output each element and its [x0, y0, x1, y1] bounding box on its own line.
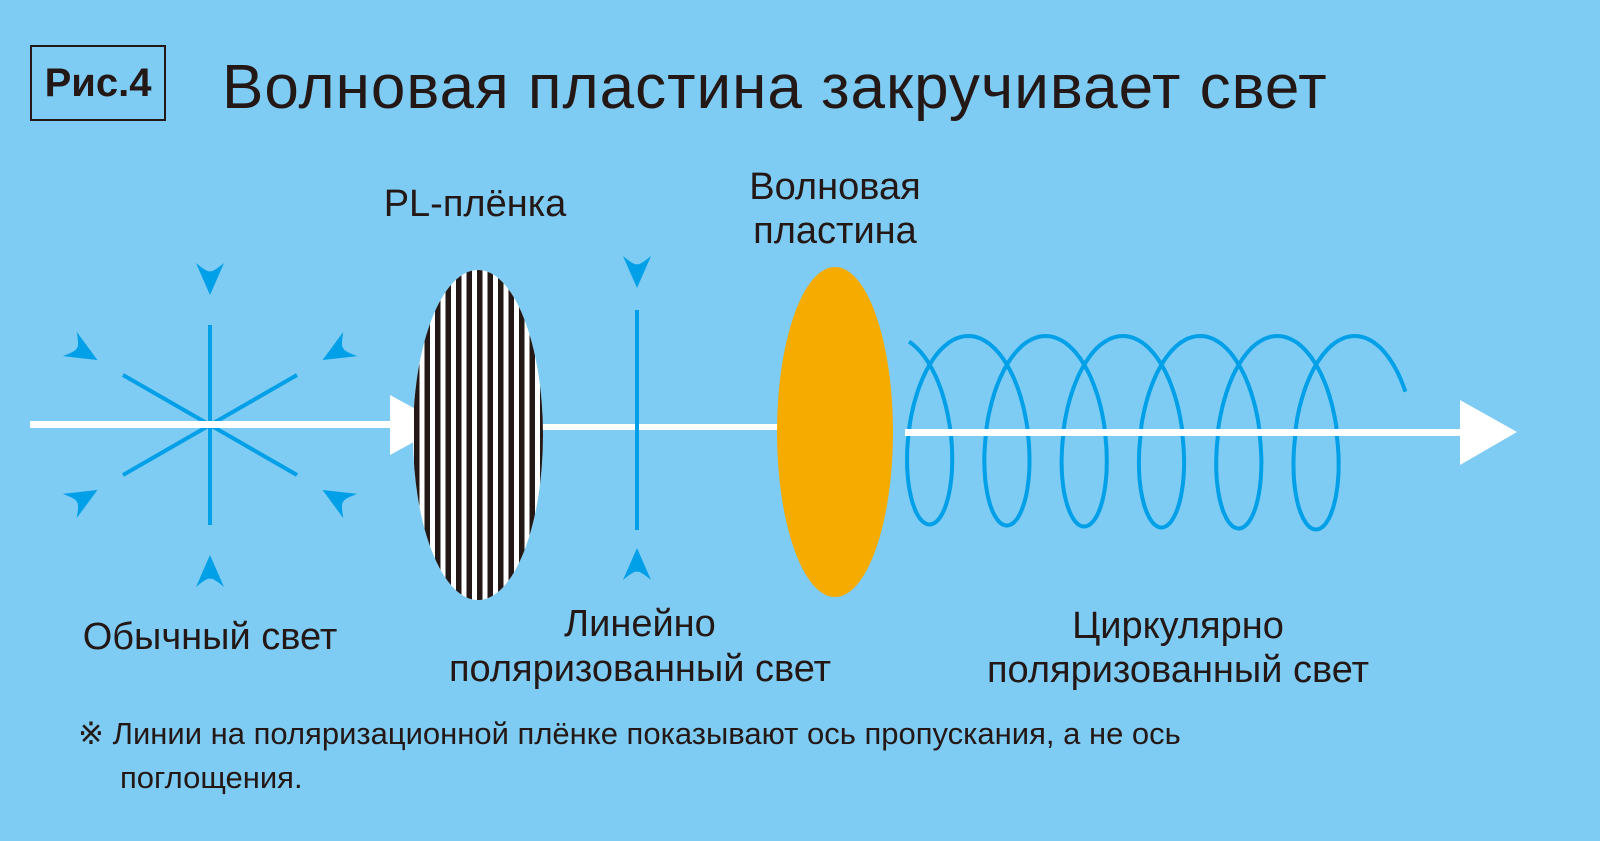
figure-label: Рис.4	[30, 45, 166, 121]
note-line-2: поглощения.	[120, 760, 303, 795]
linear-label-2: поляризованный свет	[448, 648, 832, 690]
arrowhead-up-icon	[623, 256, 651, 288]
pl-film-stripe	[498, 270, 504, 600]
pl-film-label: PL-плёнка	[383, 183, 567, 225]
pl-film-stripe	[519, 270, 525, 600]
circular-label-2: поляризованный свет	[986, 649, 1370, 691]
output-beam	[905, 400, 1517, 465]
ordinary-light-label: Обычный свет	[82, 616, 338, 658]
linear-label-1: Линейно	[564, 603, 716, 645]
note-line-1: Линии на поляризационной плёнке показыва…	[112, 716, 1181, 751]
footnote: ※ Линии на поляризационной плёнке показы…	[78, 712, 1181, 756]
circular-label-1: Циркулярно	[1072, 605, 1284, 647]
wave-plate-label-1: Волновая	[749, 166, 921, 208]
wave-plate-label-2: пластина	[753, 210, 917, 252]
pl-film-stripe	[477, 270, 483, 600]
pl-film-stripe	[424, 270, 430, 600]
circular-polarization-spiral	[905, 333, 1408, 532]
wave-plate	[777, 267, 893, 597]
pl-film	[413, 270, 543, 600]
arrowhead-icon	[196, 555, 224, 587]
pl-film-stripe	[445, 270, 451, 600]
arrowhead-icon	[62, 331, 98, 360]
arrowhead-icon	[196, 263, 224, 295]
pl-film-stripe	[414, 270, 420, 600]
linear-polarization-arrow-icon	[623, 256, 651, 580]
pl-film-stripe	[435, 270, 441, 600]
pl-film-stripe	[540, 270, 543, 600]
pl-film-stripe	[456, 270, 462, 600]
pl-film-stripe	[508, 270, 514, 600]
note-mark: ※	[78, 716, 104, 751]
pl-film-stripe	[529, 270, 535, 600]
arrowhead-down-icon	[623, 548, 651, 580]
arrowhead-icon	[62, 490, 98, 519]
pl-film-stripe	[466, 270, 472, 600]
pl-film-stripe	[487, 270, 493, 600]
arrowhead-icon	[322, 490, 358, 519]
arrowhead-icon	[322, 331, 358, 360]
page-title: Волновая пластина закручивает свет	[222, 53, 1328, 122]
